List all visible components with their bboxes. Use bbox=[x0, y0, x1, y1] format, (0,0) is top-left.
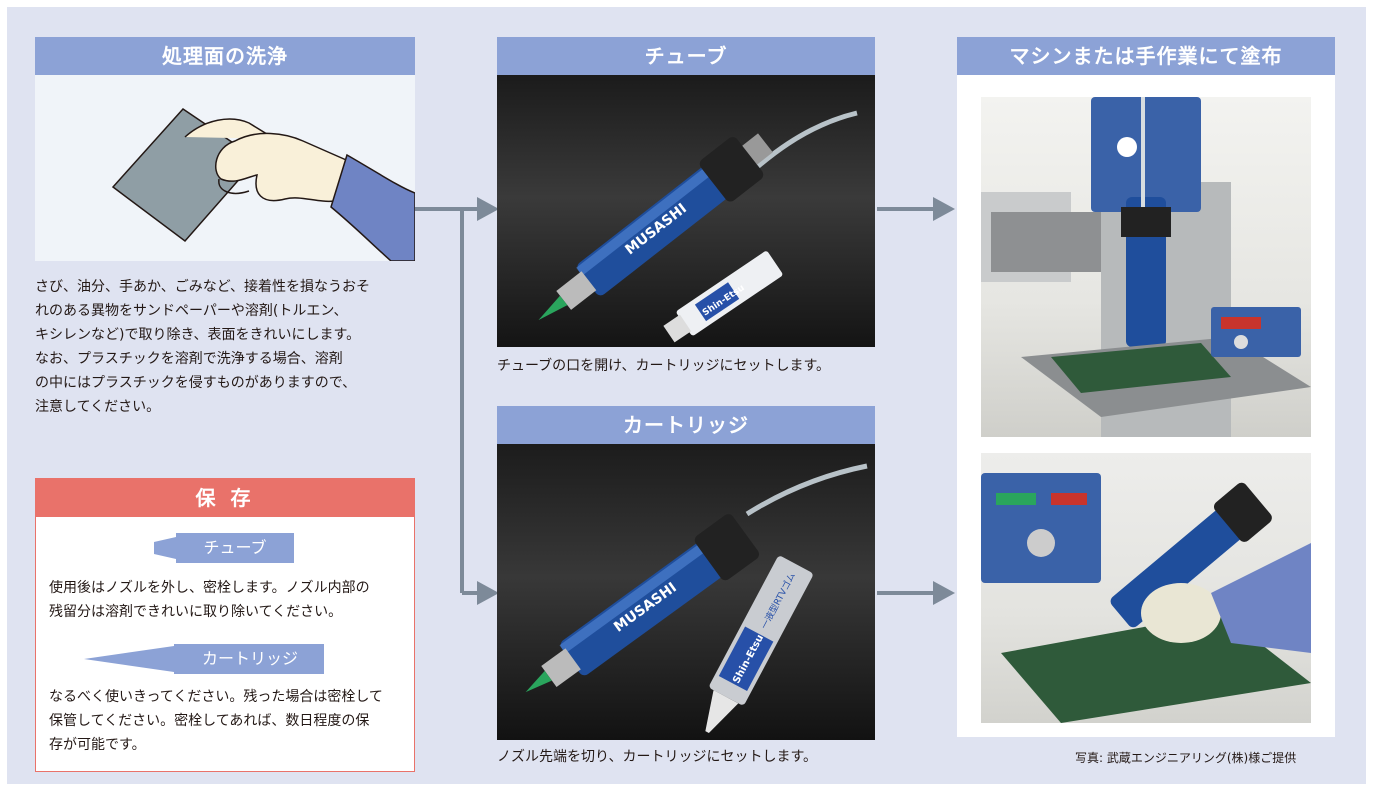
handheld-dispenser bbox=[1110, 506, 1246, 628]
cleaning-description: さび、油分、手あか、ごみなど、接着性を損なうおそ れのある異物をサンドペーパーや… bbox=[35, 275, 425, 419]
machine-application-photo bbox=[981, 97, 1311, 437]
storage-header: 保 存 bbox=[36, 479, 414, 517]
tube-storage-line: 残留分は溶剤できれいに取り除いてください。 bbox=[49, 604, 343, 620]
cleaning-line: さび、油分、手あか、ごみなど、接着性を損なうおそ bbox=[35, 279, 371, 295]
manual-dispensing-illustration bbox=[981, 473, 1311, 723]
application-header: マシンまたは手作業にて塗布 bbox=[957, 37, 1335, 75]
tube-photo: MUSASHI Shin-Etsu bbox=[497, 75, 875, 347]
cartridge-tag-label: カートリッジ bbox=[201, 649, 298, 668]
application-photo-frame bbox=[957, 75, 1335, 737]
tube-tag-label: チューブ bbox=[203, 538, 267, 557]
hand-wiping-illustration bbox=[111, 108, 416, 262]
cleaning-line: キシレンなど)で取り除き、表面をきれいにします。 bbox=[35, 327, 361, 343]
cleaning-line: なお、プラスチックを溶剤で洗浄する場合、溶剤 bbox=[35, 351, 343, 367]
circuit-board bbox=[1051, 343, 1231, 393]
tube-tag-shape bbox=[154, 533, 294, 563]
dispenser-barrel bbox=[560, 528, 743, 676]
cleaning-title: 処理面の洗浄 bbox=[162, 44, 288, 68]
cleaning-illustration bbox=[35, 75, 416, 262]
storage-box: 保 存 チューブ 使用後はノズルを外し、密栓します。ノズル内部の 残留分は溶剤で… bbox=[35, 478, 415, 772]
robot-head bbox=[1091, 97, 1201, 212]
arrow-to-cartridge-icon bbox=[477, 581, 499, 605]
tube-dispenser-illustration: MUSASHI Shin-Etsu bbox=[538, 110, 858, 343]
cleaning-line: の中にはプラスチックを侵すものがありますので、 bbox=[35, 375, 357, 391]
application-title: マシンまたは手作業にて塗布 bbox=[1009, 44, 1283, 68]
tube-title: チューブ bbox=[644, 44, 728, 68]
cartridge-photo: MUSASHI Shin-Etsu 一液型RTVゴム bbox=[497, 444, 875, 740]
cartridge-storage-line: 存が可能です。 bbox=[49, 737, 146, 753]
dispenser-barrel bbox=[577, 151, 747, 296]
cleaning-header: 処理面の洗浄 bbox=[35, 37, 415, 75]
desktop-robot-illustration bbox=[981, 97, 1311, 437]
background-panel: 処理面の洗浄 さび、油分、手あか、ごみなど、接着性を損なうおそ れのある異物をサ… bbox=[7, 7, 1366, 784]
cartridge-header: カートリッジ bbox=[497, 406, 875, 444]
hand-shape bbox=[215, 132, 355, 203]
flow-connector-right bbox=[877, 197, 955, 605]
storage-title: 保 存 bbox=[195, 486, 255, 510]
flow-connector bbox=[415, 197, 499, 605]
arrow-to-hand-application-icon bbox=[933, 581, 955, 605]
cartridge-storage-line: 保管してください。密栓してあれば、数日程度の保 bbox=[49, 713, 370, 729]
cartridge-caption: ノズル先端を切り、カートリッジにセットします。 bbox=[497, 749, 818, 765]
cartridge-dispenser-illustration: MUSASHI Shin-Etsu 一液型RTVゴム bbox=[525, 463, 868, 734]
cartridge-title: カートリッジ bbox=[623, 413, 749, 437]
tube-header: チューブ bbox=[497, 37, 875, 75]
tube-tag: チューブ bbox=[154, 533, 294, 563]
cartridge-storage-line: なるべく使いきってください。残った場合は密栓して bbox=[49, 689, 383, 705]
air-hose bbox=[745, 463, 868, 517]
tube-caption: チューブの口を開け、カートリッジにセットします。 bbox=[497, 358, 831, 374]
controller-box bbox=[981, 473, 1101, 583]
tube-storage-line: 使用後はノズルを外し、密栓します。ノズル内部の bbox=[49, 580, 370, 596]
arrow-to-machine-icon bbox=[933, 197, 955, 221]
cleaning-line: れのある異物をサンドペーパーや溶剤(トルエン、 bbox=[35, 303, 348, 319]
tube-storage-text: 使用後はノズルを外し、密栓します。ノズル内部の 残留分は溶剤できれいに取り除いて… bbox=[49, 576, 370, 624]
cartridge-tag: カートリッジ bbox=[84, 644, 324, 674]
gloved-hand bbox=[1141, 583, 1221, 643]
cleaning-line: 注意してください。 bbox=[35, 399, 161, 415]
cartridge-tag-shape bbox=[84, 644, 324, 674]
manual-application-photo bbox=[981, 453, 1311, 723]
cartridge-storage-text: なるべく使いきってください。残った場合は密栓して 保管してください。密栓してあれ… bbox=[49, 685, 383, 757]
sleeve-shape bbox=[1211, 543, 1311, 653]
sleeve-shape bbox=[330, 153, 416, 262]
photo-credit: 写真: 武蔵エンジニアリング(株)様ご提供 bbox=[1075, 751, 1297, 765]
controller-box bbox=[1211, 307, 1301, 357]
arrow-to-tube-icon bbox=[477, 197, 499, 221]
